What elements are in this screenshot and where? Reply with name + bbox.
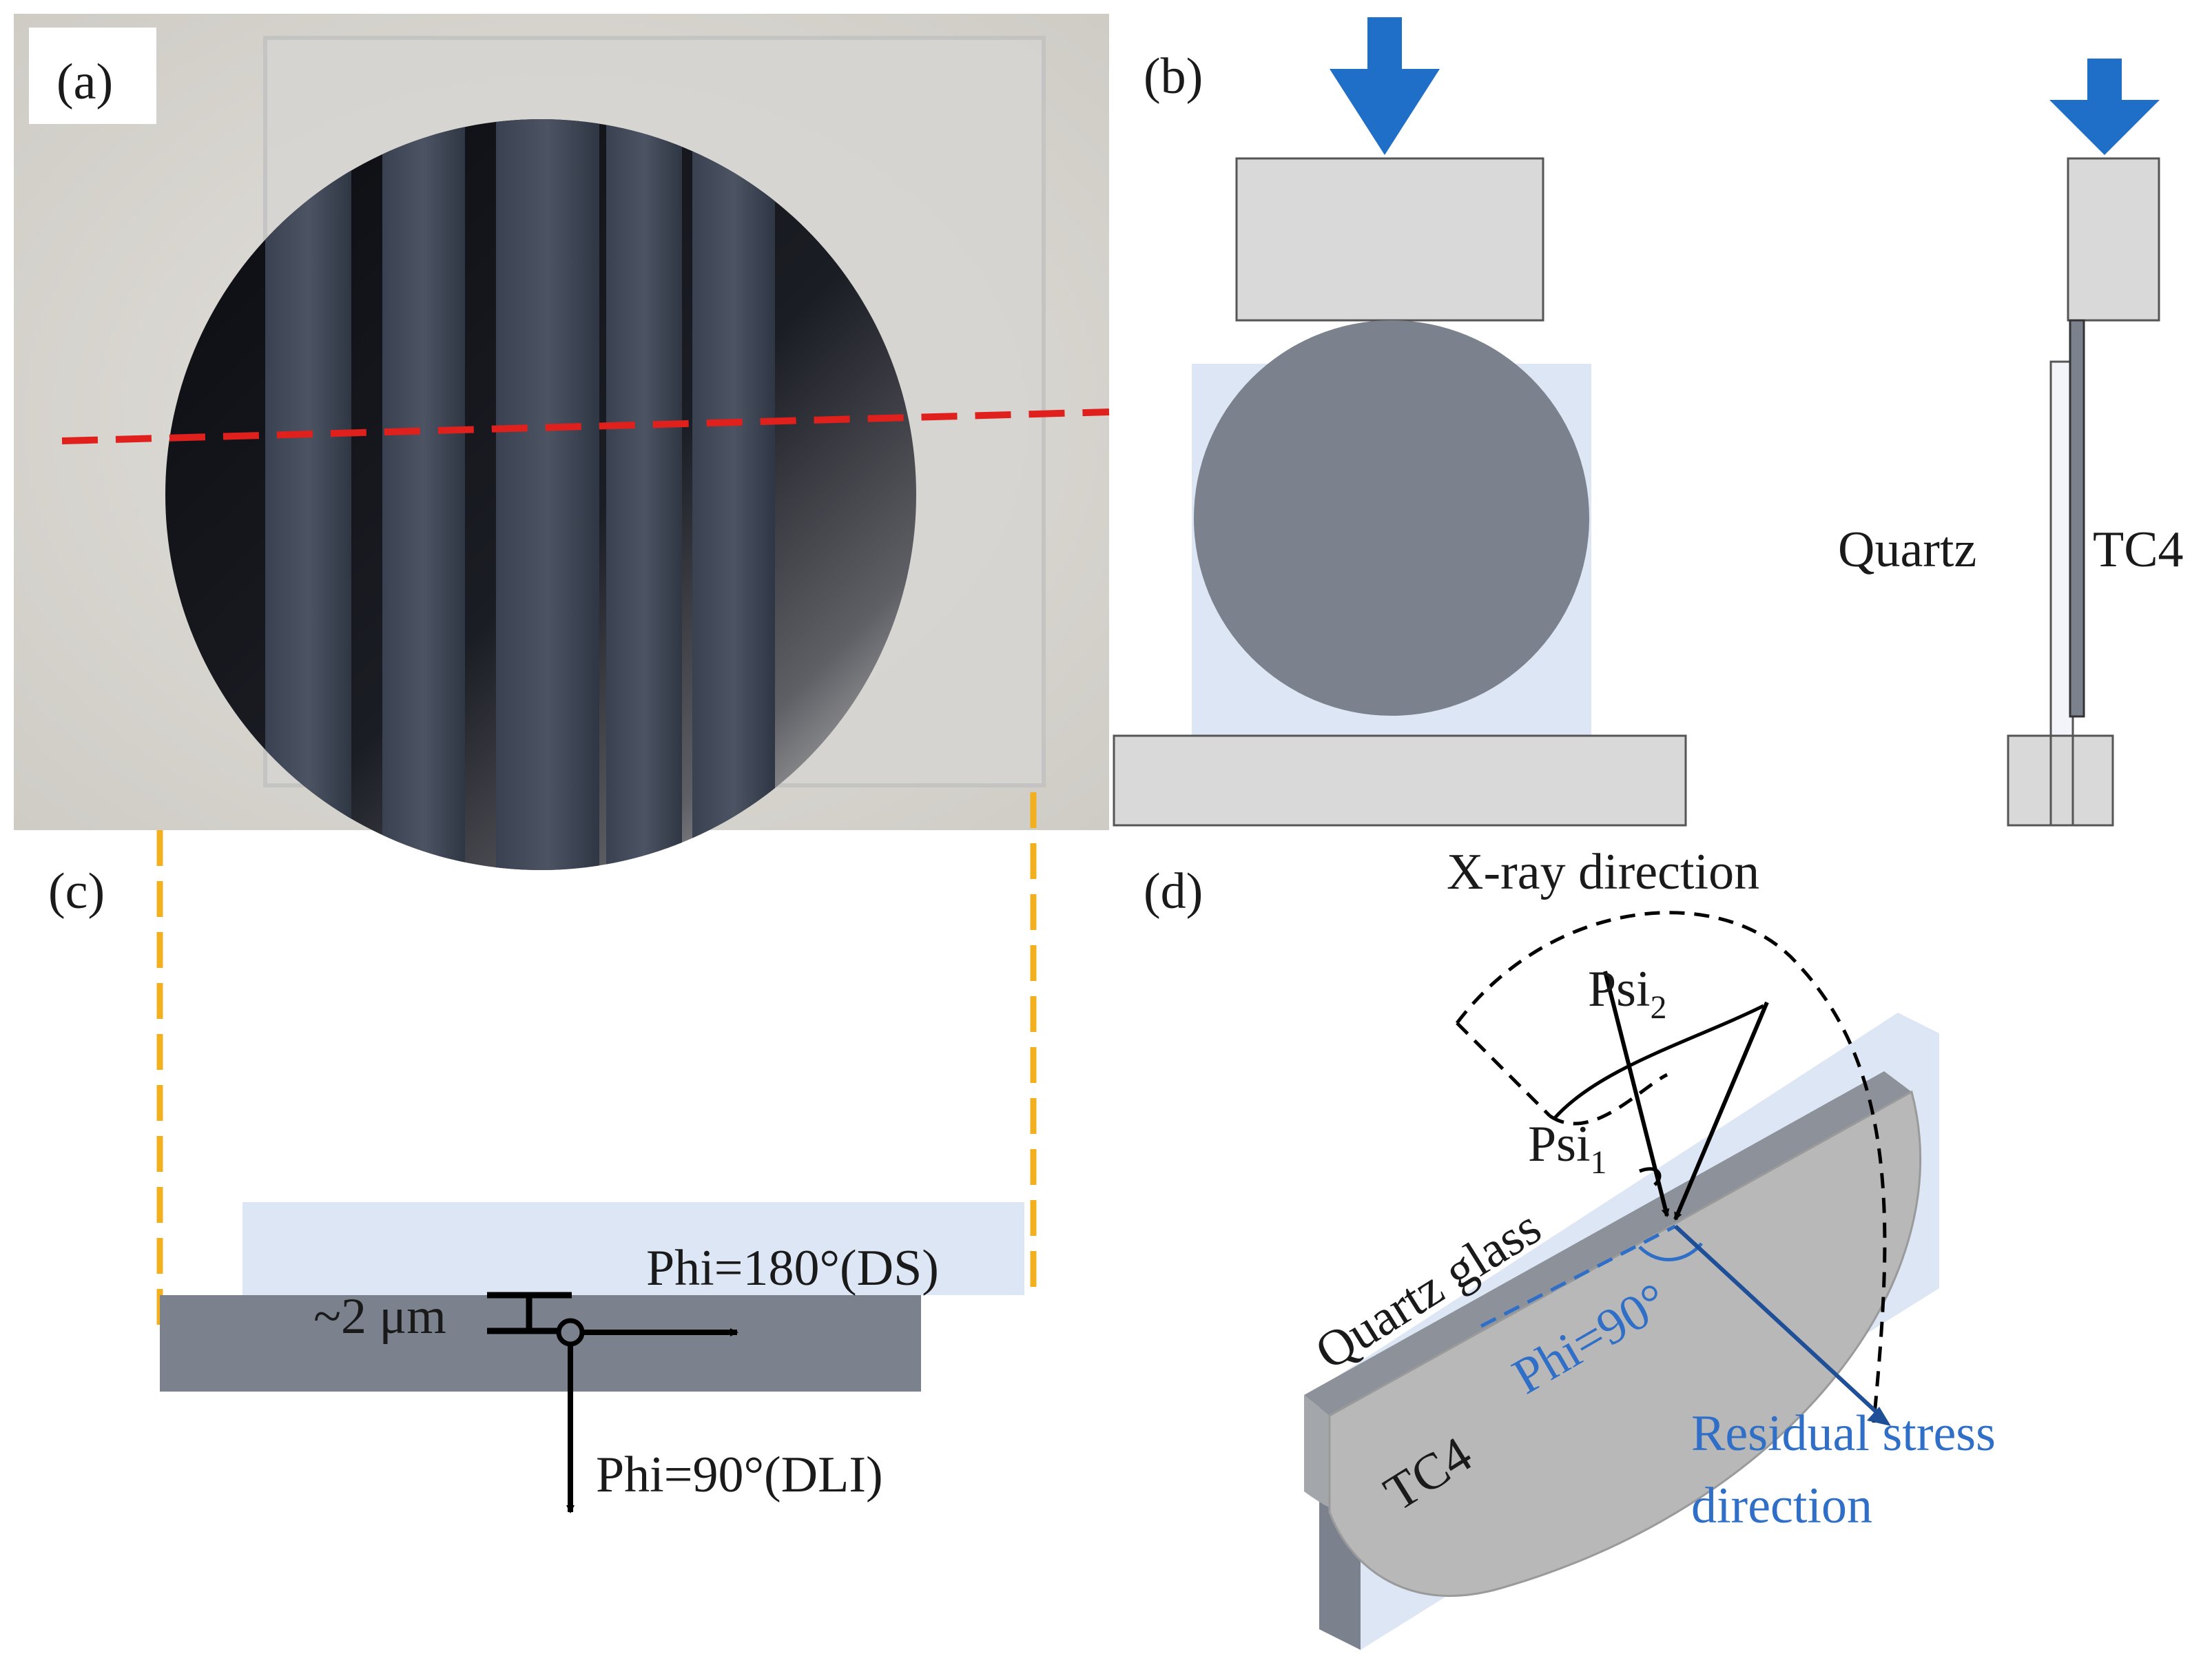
stripe-1 [265, 119, 351, 870]
stripe-5 [692, 119, 775, 870]
tc4-top-face [1304, 1071, 1912, 1416]
phi-ds-label: Phi=180°(DS) [646, 1240, 939, 1297]
scan-sector-left [1456, 1022, 1551, 1117]
red-section-line [61, 409, 1110, 444]
quartz-label: Quartz [1838, 521, 1976, 578]
psi1-base: Psi [1528, 1116, 1591, 1173]
upper-platen-side [2067, 157, 2160, 322]
origin-circle [556, 1318, 585, 1347]
phi-dli-label: Phi=90°(DLI) [596, 1447, 883, 1503]
tc4-disc-front [1194, 320, 1589, 716]
stripe-2 [382, 119, 465, 870]
quartz-section [242, 1202, 1024, 1295]
residual-stress-label-line2: direction [1691, 1478, 1872, 1534]
tc4-half-disc [1328, 1090, 1921, 1598]
panel-a-photo: (a) [14, 14, 1110, 870]
panel-label-c: (c) [48, 863, 105, 920]
psi1-subscript: 1 [1591, 1144, 1607, 1181]
tc4-plate-side [2069, 319, 2085, 718]
residual-stress-arrow-line [1673, 1224, 1886, 1421]
residual-stress-arrowhead [1867, 1407, 1891, 1426]
load-arrow-front [1330, 17, 1440, 155]
coating-stripes [265, 119, 775, 870]
panel-c: (c) Phi=180°(DS) ~2 μm Phi=90°(DLI) [48, 792, 1037, 1514]
residual-stress-label-line1: Residual stress [1691, 1405, 1996, 1462]
psi2-subscript: 2 [1651, 989, 1667, 1026]
scan-arc-dashed [1456, 911, 1887, 1423]
panel-label-a: (a) [56, 54, 113, 110]
psi2-base: Psi [1588, 961, 1651, 1018]
stripe-3 [496, 119, 599, 870]
upper-platen [1235, 157, 1544, 322]
xray-beam-1 [1603, 971, 1670, 1217]
panel-label-d: (d) [1144, 863, 1203, 920]
phi-reference-dashed [1480, 1224, 1677, 1328]
tc4-section [160, 1295, 921, 1392]
psi2-arc [1552, 1004, 1765, 1121]
load-arrow-side [2049, 59, 2160, 155]
psi1-label: Psi1 [1528, 1116, 1607, 1181]
xray-direction-label: X-ray direction [1447, 844, 1759, 900]
lower-platen-side [2007, 734, 2114, 827]
tc4-label-side: TC4 [2093, 521, 2184, 578]
psi1-arc [1639, 1167, 1662, 1186]
lower-platen [1113, 734, 1687, 827]
panel-d: (d) X-ray direction Psi2 Psi1 Quartz gla… [1144, 844, 1996, 1650]
stripe-4 [606, 119, 682, 870]
label-a-box [29, 28, 156, 124]
psi2-label: Psi2 [1588, 961, 1667, 1026]
tc4-side-face [1304, 1395, 1330, 1507]
panel-b: (b) Quartz TC4 [1113, 17, 2184, 827]
thickness-label: ~2 μm [313, 1288, 446, 1345]
xray-beam-2 [1673, 1001, 1769, 1221]
panel-label-b: (b) [1144, 48, 1203, 105]
